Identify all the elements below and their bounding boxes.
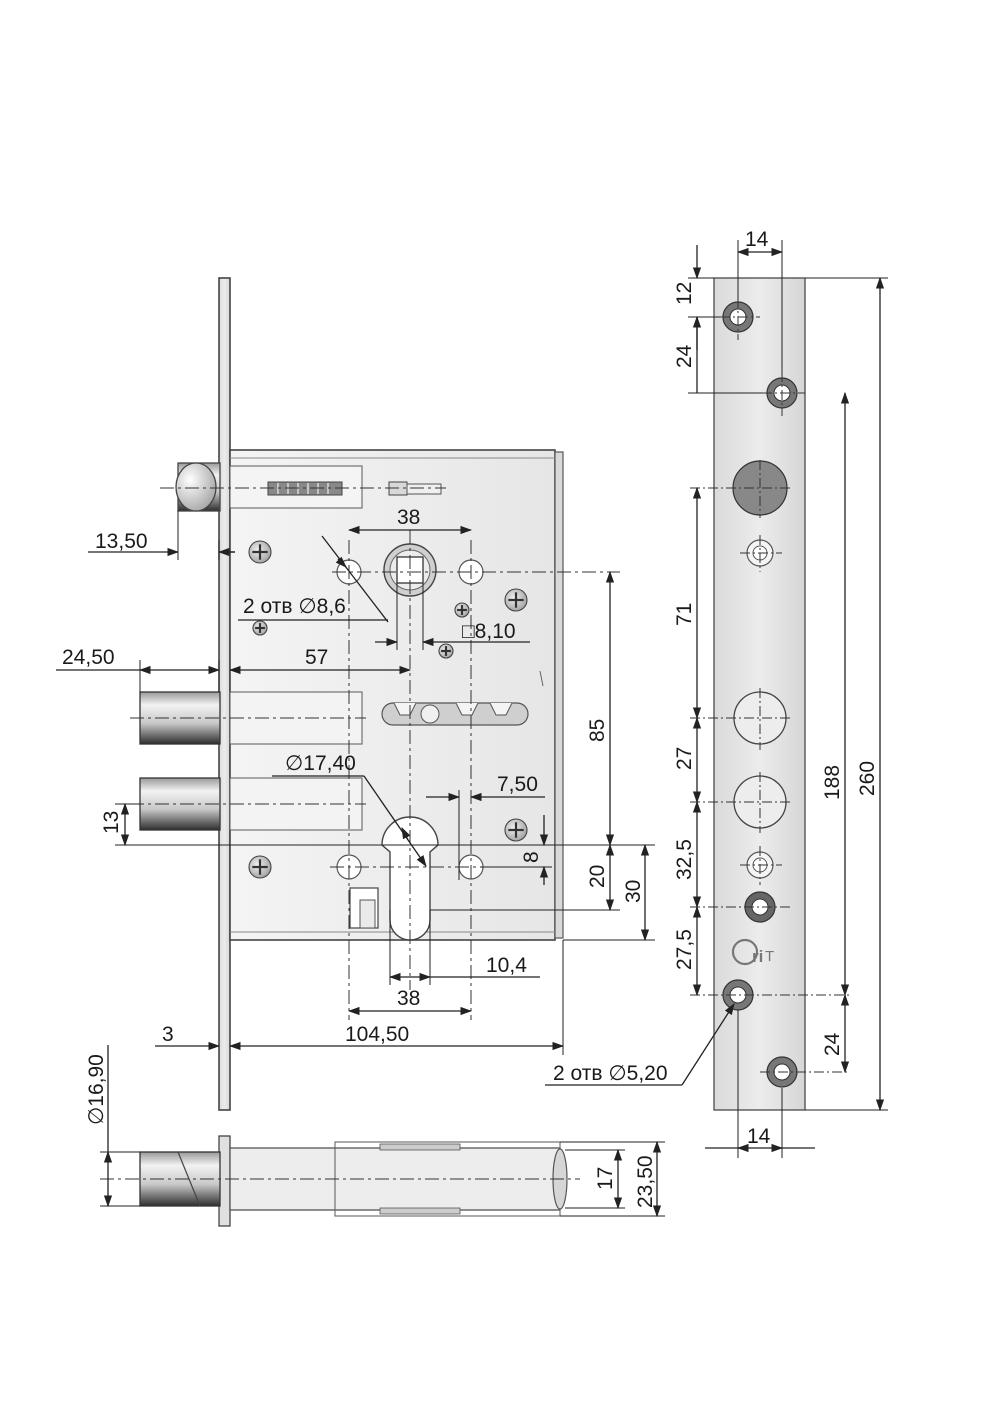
fp-dim-12: 12 <box>673 282 696 305</box>
fp-dim-188: 188 <box>821 765 844 800</box>
dim-3: 3 <box>162 1023 174 1046</box>
fp-dim-24-bottom: 24 <box>821 1032 844 1056</box>
fp-dim-27-5: 27,5 <box>673 929 696 970</box>
dim-8: 8 <box>520 851 543 863</box>
fp-dim-27: 27 <box>673 747 696 770</box>
phillips-screw-icon <box>504 818 528 842</box>
dim-diameter-17-40: ∅17,40 <box>285 752 356 775</box>
front-dimensions: 13,50 38 2 отв ∅8,6 □8,10 24,50 57 85 ∅1… <box>56 506 655 1055</box>
phillips-screw-icon <box>248 855 272 879</box>
fp-dim-71: 71 <box>673 603 696 626</box>
phillips-screw-icon <box>454 602 470 618</box>
dim-square-8-10: □8,10 <box>462 620 516 643</box>
svg-text:ri: ri <box>752 947 763 966</box>
dim-17: 17 <box>594 1167 617 1190</box>
dim-20: 20 <box>586 865 609 888</box>
svg-text:T: T <box>765 948 774 965</box>
top-latch <box>160 462 446 512</box>
phillips-screw-icon <box>248 540 528 879</box>
fp-dim-14-top: 14 <box>745 228 769 251</box>
dim-57: 57 <box>305 646 328 669</box>
bolt-opening-upper <box>733 691 787 745</box>
lock-top-view <box>100 1135 580 1227</box>
faceplate-dimensions: 14 12 24 71 27 32,5 27,5 188 260 24 <box>545 228 888 1158</box>
dim-10-4: 10,4 <box>486 954 527 977</box>
fp-dim-24-top: 24 <box>673 344 696 368</box>
dim-13-50: 13,50 <box>95 530 148 553</box>
dim-13: 13 <box>100 811 123 834</box>
top-view-dimensions: ∅16,90 17 23,50 <box>85 1045 665 1218</box>
dim-7-50: 7,50 <box>497 773 538 796</box>
bolt-opening-lower <box>733 775 787 829</box>
dim-85: 85 <box>586 719 609 742</box>
dim-23-50: 23,50 <box>634 1155 657 1208</box>
faceplate-view: ri T <box>690 277 850 1111</box>
bolt-slot <box>381 702 529 726</box>
dim-104-50: 104,50 <box>345 1023 409 1046</box>
dim-38-top: 38 <box>397 506 420 529</box>
dim-24-50: 24,50 <box>62 646 115 669</box>
deadbolt-upper <box>130 691 366 745</box>
dim-30: 30 <box>622 880 645 903</box>
phillips-screw-icon <box>438 643 454 659</box>
label-holes-8-6: 2 отв ∅8,6 <box>243 595 346 618</box>
label-holes-5-20: 2 отв ∅5,20 <box>553 1062 668 1085</box>
grit-logo: ri T <box>731 938 774 966</box>
lock-front-view <box>130 277 564 1111</box>
fp-dim-14-bottom: 14 <box>747 1125 771 1148</box>
fp-dim-260: 260 <box>856 761 879 796</box>
dim-38-bottom: 38 <box>397 987 420 1010</box>
phillips-screw-icon <box>252 620 268 636</box>
deadbolt-lower <box>130 777 366 831</box>
fp-dim-32-5: 32,5 <box>673 839 696 880</box>
dim-diameter-16-90: ∅16,90 <box>85 1054 108 1125</box>
phillips-screw-icon <box>248 540 272 564</box>
phillips-screw-icon <box>504 588 528 612</box>
